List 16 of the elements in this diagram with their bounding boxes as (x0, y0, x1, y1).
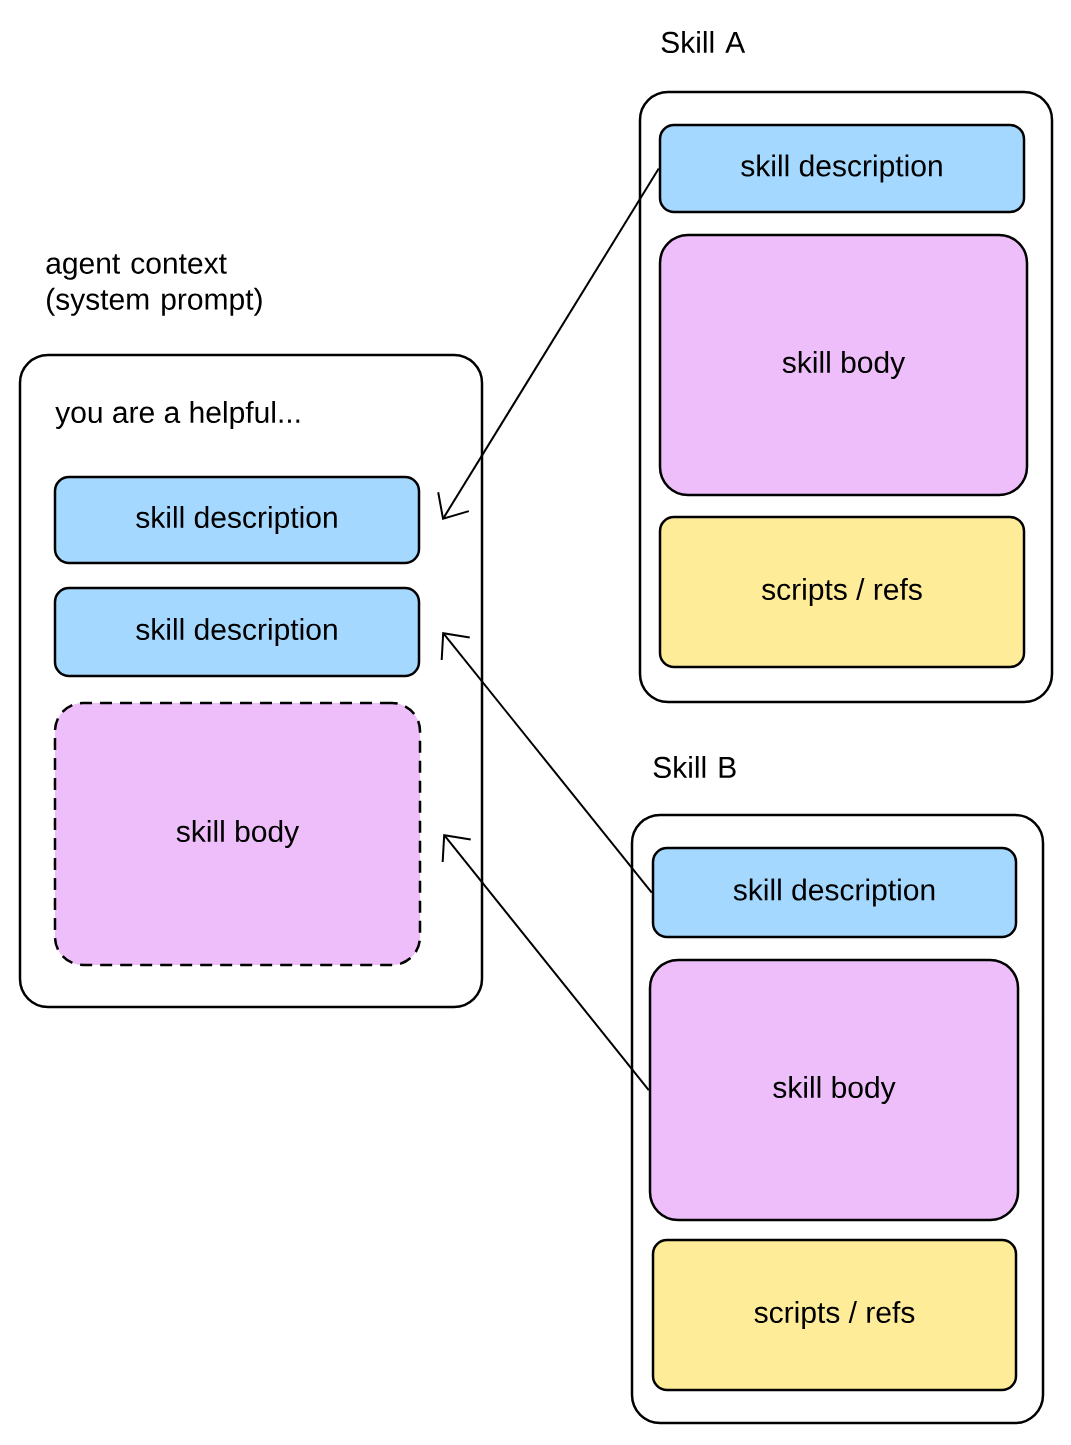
prompt-text: you are a helpful... (55, 401, 300, 429)
heading: agent context (system prompt) (46, 254, 262, 316)
arrow (440, 632, 653, 894)
rounded-box: skill description (658, 123, 1026, 214)
dashed-box: skill body (53, 701, 422, 967)
rounded-box: skill body (648, 958, 1020, 1222)
rounded-box: scripts / refs (651, 1238, 1018, 1392)
rounded-box: scripts / refs (658, 515, 1026, 669)
heading: Skill A (661, 31, 746, 53)
rounded-box: skill body (658, 233, 1029, 497)
rounded-box: skill description (53, 586, 421, 678)
arrow (441, 834, 650, 1091)
arrow (437, 167, 660, 520)
rounded-box: skill description (53, 475, 421, 565)
heading: Skill B (653, 756, 736, 779)
rounded-box: skill description (651, 846, 1018, 939)
